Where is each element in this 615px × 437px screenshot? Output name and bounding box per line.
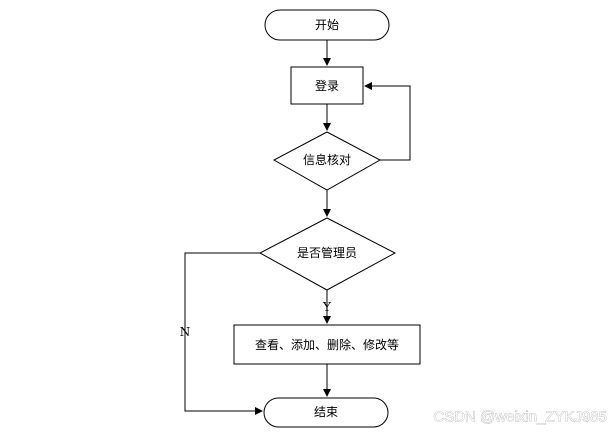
start-label: 开始: [315, 18, 339, 32]
verify-label: 信息核对: [303, 152, 351, 167]
manage-label: 查看、添加、删除、修改等: [255, 337, 399, 352]
no-edge-label: N: [180, 325, 191, 339]
login-label: 登录: [315, 78, 339, 93]
end-terminal: 结束: [263, 397, 389, 428]
start-terminal: 开始: [264, 9, 390, 41]
edge-verify-loop-to-login: [364, 82, 411, 161]
yes-edge-label: Y: [322, 300, 332, 314]
end-label: 结束: [314, 405, 338, 419]
manage-process: 查看、添加、删除、修改等: [233, 324, 421, 365]
edge-is-admin-to-end: [184, 252, 263, 415]
login-process: 登录: [290, 66, 364, 105]
verify-decision: 信息核对: [272, 131, 382, 191]
csdn-watermark: CSDN @weixin_ZYKJ985: [433, 409, 607, 426]
is-admin-label: 是否管理员: [297, 245, 357, 260]
is-admin-decision: 是否管理员: [258, 217, 397, 291]
